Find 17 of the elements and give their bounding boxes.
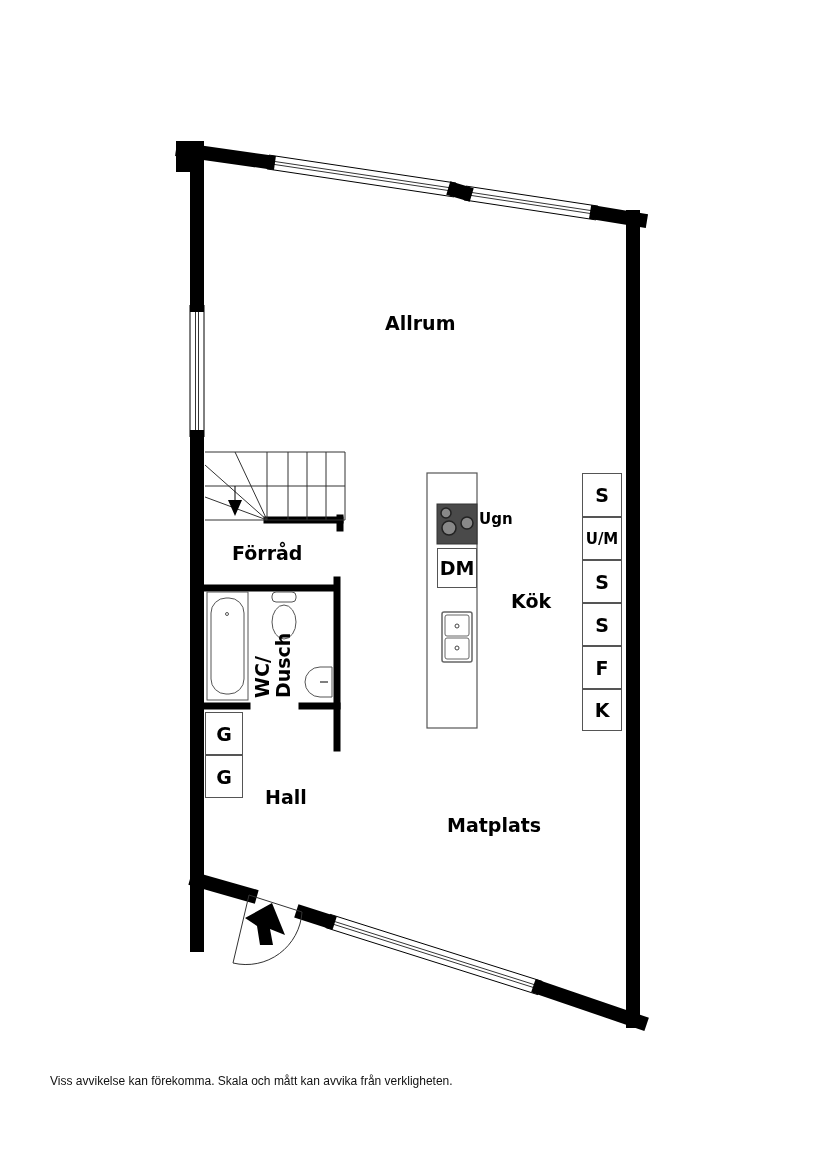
cabinet-unit: S [582,603,622,646]
room-label: Allrum [385,314,456,333]
room-label: Matplats [447,816,542,835]
room-label: Förråd [232,544,303,563]
room-label: Kök [511,592,552,611]
cabinet-unit: U/M [582,517,622,560]
cabinet-unit: K [582,689,622,731]
disclaimer-note: Viss avvikelse kan förekomma. Skala och mått kan avvika från verkligheten. [50,1074,453,1088]
dishwasher-unit: DM [437,548,477,588]
room-label: Hall [265,788,307,807]
room-label: WC/ Dusch [252,631,295,698]
cabinet-unit: F [582,646,622,689]
cabinet-unit: S [582,560,622,603]
wardrobe-unit: G [205,712,243,755]
cabinet-unit: S [582,473,622,517]
wardrobe-unit: G [205,755,243,798]
appliance-label: Ugn [479,512,513,527]
